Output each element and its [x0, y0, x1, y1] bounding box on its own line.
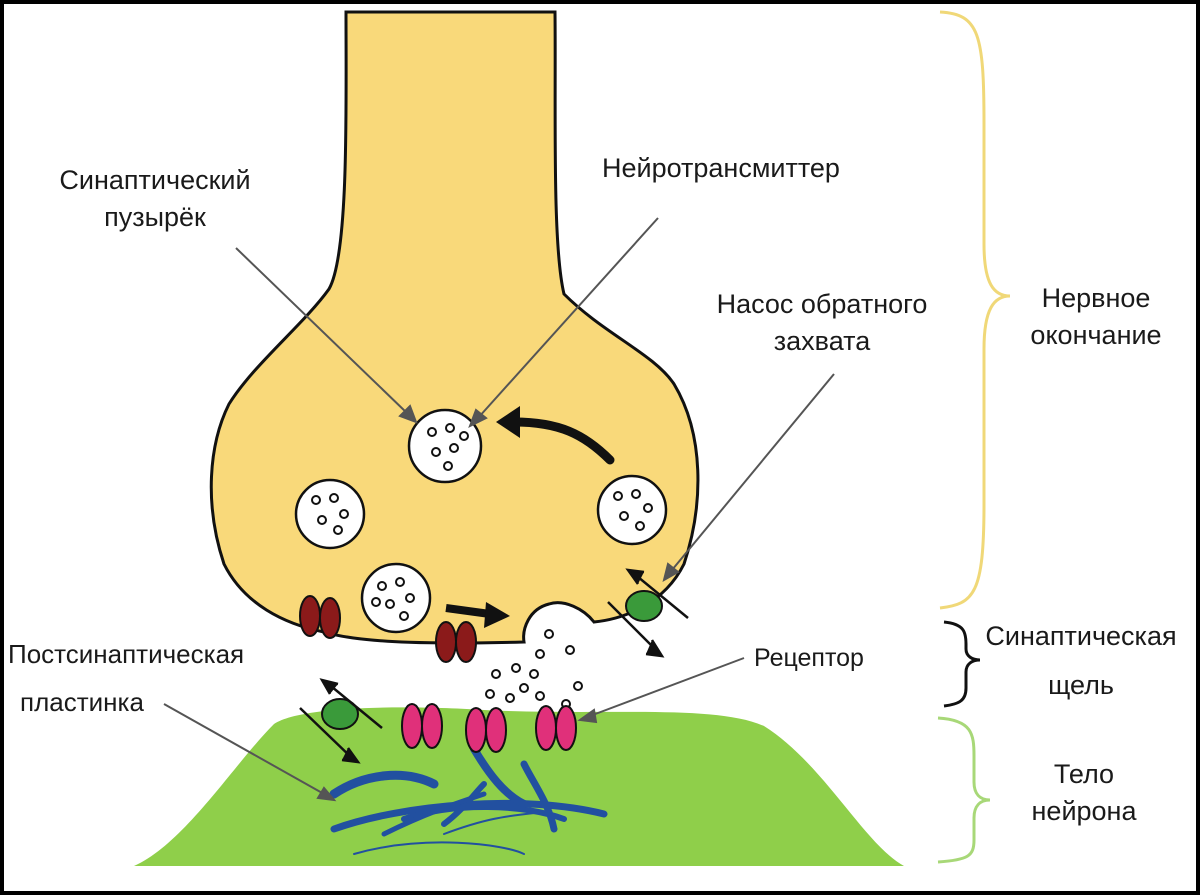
body-label-line1: Тело — [1053, 759, 1115, 789]
synapse-diagram: Синаптический пузырёк Нейротрансмиттер Н… — [4, 4, 1196, 891]
cleft-label-line2: щель — [1048, 670, 1114, 700]
vesicle-label-line2: пузырёк — [104, 202, 206, 232]
nerve-terminal — [209, 10, 700, 645]
transport-arrows — [445, 406, 615, 628]
postsynaptic-receptors — [401, 703, 577, 753]
pump-arrows — [299, 568, 689, 764]
postsynaptic-label-line2: пластинка — [20, 687, 144, 717]
label-pointers — [163, 217, 835, 802]
reuptake-pump-label: Насос обратного захвата — [690, 286, 954, 360]
neurotransmitter-label: Нейротрансмиттер — [602, 153, 840, 183]
terminal-label-line2: окончание — [1030, 320, 1162, 350]
neurotransmitter-molecules — [311, 423, 653, 709]
postsynaptic-label-line1: Постсинаптическая — [8, 639, 245, 669]
neuron-cell-body — [134, 707, 904, 866]
vesicle-label-line1: Синаптический — [59, 165, 251, 195]
neurofilament-fibers — [329, 745, 608, 855]
synapse-illustration — [134, 10, 1011, 866]
presynaptic-channels — [299, 595, 477, 663]
vesicle-label: Синаптический пузырёк — [38, 162, 272, 236]
reuptake-label-line2: захвата — [773, 326, 871, 356]
nerve-terminal-label: Нервное окончание — [1014, 280, 1178, 354]
body-brace — [937, 716, 991, 864]
terminal-label-line1: Нервное — [1041, 283, 1151, 313]
reuptake-label-line1: Насос обратного — [716, 289, 928, 319]
neuron-body-label: Тело нейрона — [1014, 756, 1154, 830]
synaptic-vesicles — [294, 408, 668, 634]
cleft-brace — [943, 620, 981, 708]
cleft-label-line1: Синаптическая — [985, 621, 1177, 651]
terminal-brace — [939, 10, 1011, 610]
synaptic-cleft-label: Синаптическая щель — [972, 618, 1190, 704]
receptor-label: Рецептор — [754, 644, 864, 672]
reuptake-pumps — [321, 590, 663, 730]
body-label-line2: нейрона — [1031, 796, 1137, 826]
